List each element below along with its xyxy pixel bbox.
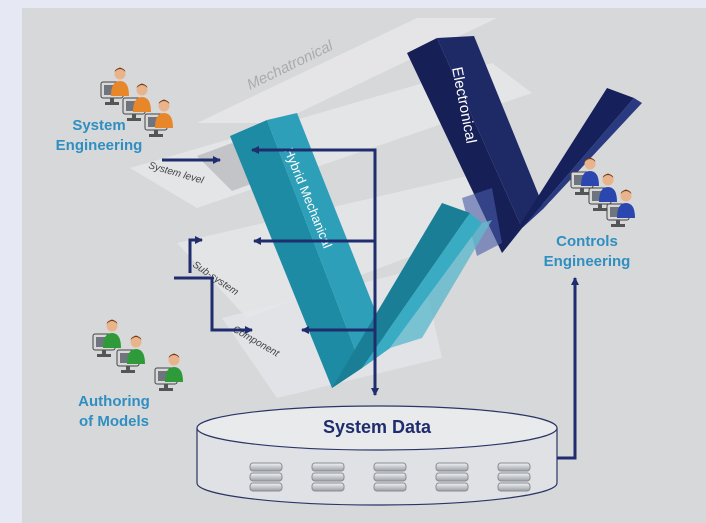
diagram-frame: Mechatronical System level Sub-system Co… (22, 8, 706, 523)
authoring-line-1: Authoring (78, 393, 150, 410)
authoring-line-2: of Models (79, 413, 149, 430)
database-disk-icon (373, 462, 407, 492)
database-disk-icon (435, 462, 469, 492)
database-disk-icon (311, 462, 345, 492)
arrow-to-system-level (251, 146, 377, 383)
database-disks (249, 462, 531, 492)
arrow-sub-system-in (188, 236, 203, 273)
controls-engineering-line-2: Engineering (543, 253, 631, 270)
engineer-workstation-icon (154, 353, 184, 392)
arrow-database-to-controls (557, 277, 579, 460)
controls-engineering-line-1: Controls (556, 233, 618, 250)
data-flow-arrows (162, 146, 579, 460)
controls-engineering-label: Controls Engineering (532, 232, 642, 272)
arrow-component-in (174, 276, 253, 334)
system-data-label: System Data (323, 417, 432, 437)
database-disk-icon (249, 462, 283, 492)
system-engineering-line-2: Engineering (55, 137, 143, 154)
electronical-v-model: Electronical (407, 36, 642, 256)
system-engineering-label: System Engineering (44, 116, 154, 156)
diagram-canvas: Mechatronical System level Sub-system Co… (92, 18, 642, 506)
engineer-workstation-icon (116, 335, 146, 374)
database-disk-icon (497, 462, 531, 492)
authoring-of-models-label: Authoring of Models (64, 392, 164, 432)
system-engineering-line-1: System (72, 117, 126, 134)
authoring-team-icon (92, 319, 184, 392)
